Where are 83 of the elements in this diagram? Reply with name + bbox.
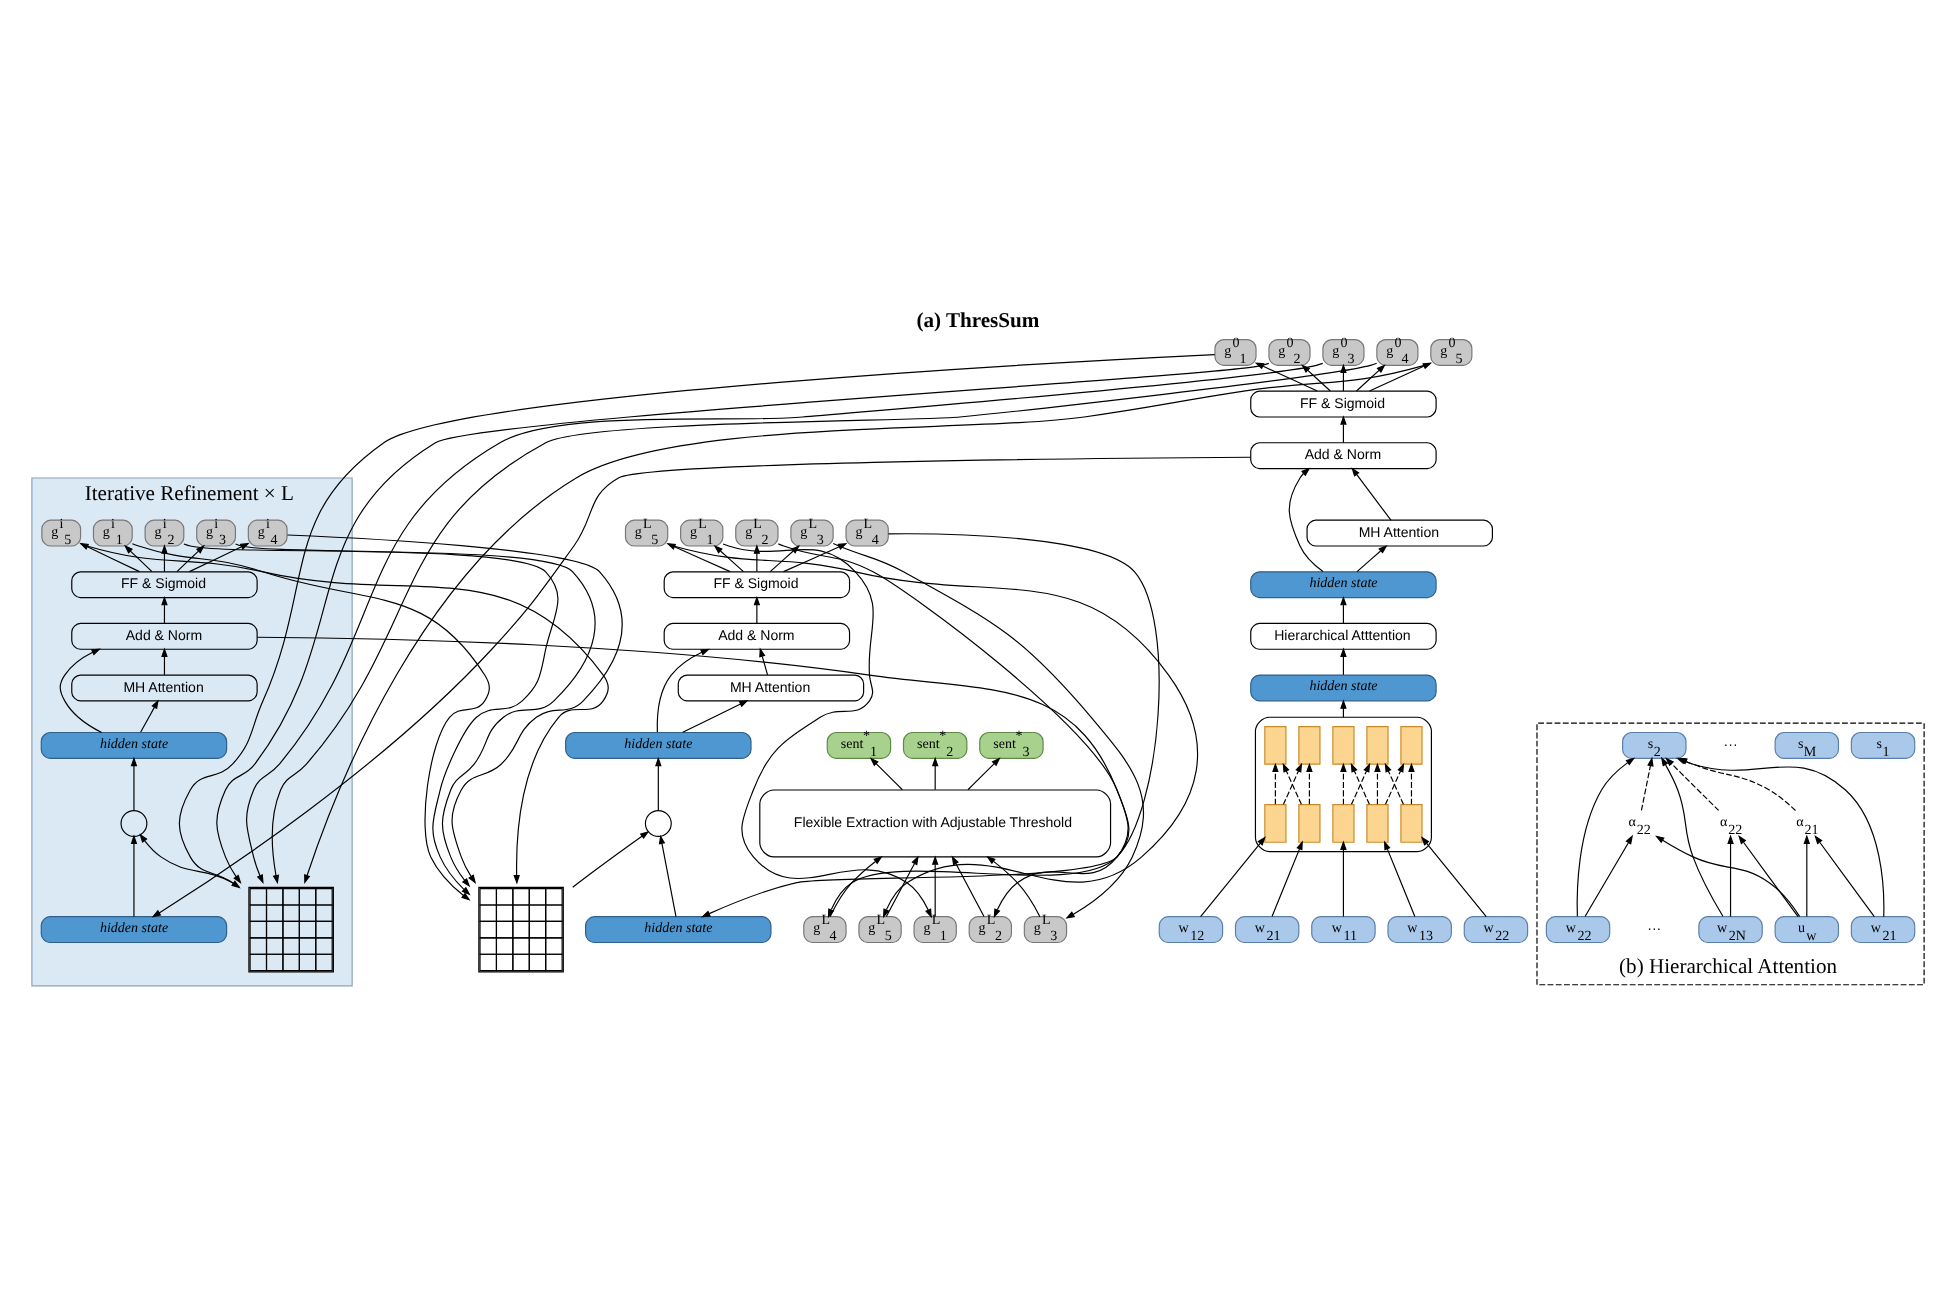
arrow	[1420, 835, 1487, 917]
arrow	[161, 543, 168, 572]
arrow	[161, 594, 168, 623]
arrow	[753, 543, 761, 572]
arrow	[1288, 466, 1324, 572]
arrow	[1355, 363, 1386, 391]
arrow	[183, 542, 559, 895]
arrow	[885, 854, 919, 917]
arrow	[1340, 761, 1347, 804]
arrow	[1271, 839, 1303, 917]
arrow	[79, 541, 141, 572]
arrow	[1727, 833, 1734, 917]
node-bar	[1400, 803, 1423, 842]
arrow	[572, 829, 650, 887]
arrow	[753, 594, 761, 623]
arrow	[759, 646, 769, 675]
node-bar	[1366, 803, 1389, 842]
arrow	[1640, 755, 1654, 811]
arrow	[1340, 362, 1347, 391]
arrow	[1383, 839, 1416, 917]
arrow	[1340, 414, 1347, 443]
arrow	[1814, 833, 1875, 917]
node-bar	[1298, 725, 1321, 764]
arrow	[1200, 835, 1266, 917]
node-bar	[1332, 803, 1355, 842]
arrow	[951, 854, 985, 917]
arrow	[176, 543, 205, 572]
arrow	[1576, 756, 1636, 916]
arrow	[656, 647, 710, 732]
node-bar	[1366, 725, 1389, 764]
arrow	[666, 542, 731, 572]
arrow	[777, 542, 1129, 918]
node-bar	[1298, 803, 1321, 842]
arrow	[1738, 833, 1799, 917]
arrow	[869, 756, 903, 790]
arrow	[655, 755, 662, 811]
node-circle	[120, 808, 148, 836]
arrow	[782, 542, 848, 572]
arrow	[1655, 834, 1801, 916]
arrow	[667, 542, 1199, 918]
arrow	[931, 854, 939, 917]
arrow	[986, 854, 1041, 917]
arrow	[829, 855, 883, 917]
arrow	[256, 635, 1130, 917]
arrow	[286, 533, 623, 883]
arrow	[80, 542, 609, 884]
arrow	[1306, 761, 1313, 804]
arrow	[1584, 833, 1634, 917]
arrow	[713, 543, 745, 572]
arrow	[140, 698, 159, 732]
arrow	[188, 541, 250, 572]
arrow	[1368, 361, 1433, 391]
arrow	[1272, 761, 1279, 804]
arrow	[1351, 466, 1392, 520]
arrow	[1340, 594, 1347, 623]
arrow	[234, 542, 596, 887]
arrow	[1254, 361, 1318, 391]
arrow	[130, 755, 138, 811]
arrow	[1408, 761, 1415, 804]
arrow	[722, 542, 932, 918]
arrow	[123, 543, 153, 572]
arrow	[1374, 761, 1381, 804]
arrow	[769, 543, 801, 572]
arrow	[130, 833, 138, 917]
arrow	[1803, 833, 1811, 917]
arrow	[967, 756, 1001, 790]
node-bar	[1400, 725, 1423, 764]
arrow	[682, 699, 749, 732]
node-bar	[1332, 725, 1355, 764]
diagram-title: (a) ThresSum	[916, 310, 1040, 333]
arrow	[151, 455, 1252, 917]
arrow	[161, 646, 168, 675]
arrow	[59, 647, 103, 733]
node-circle	[644, 808, 672, 836]
arrow	[1356, 543, 1388, 572]
arrow	[1340, 839, 1347, 917]
arrow	[1301, 363, 1331, 391]
arrow	[1340, 646, 1347, 675]
arrow	[931, 755, 939, 790]
node-bar	[1264, 803, 1287, 842]
arrow	[658, 833, 677, 917]
arrow	[131, 542, 490, 900]
node-bar	[1264, 725, 1287, 764]
